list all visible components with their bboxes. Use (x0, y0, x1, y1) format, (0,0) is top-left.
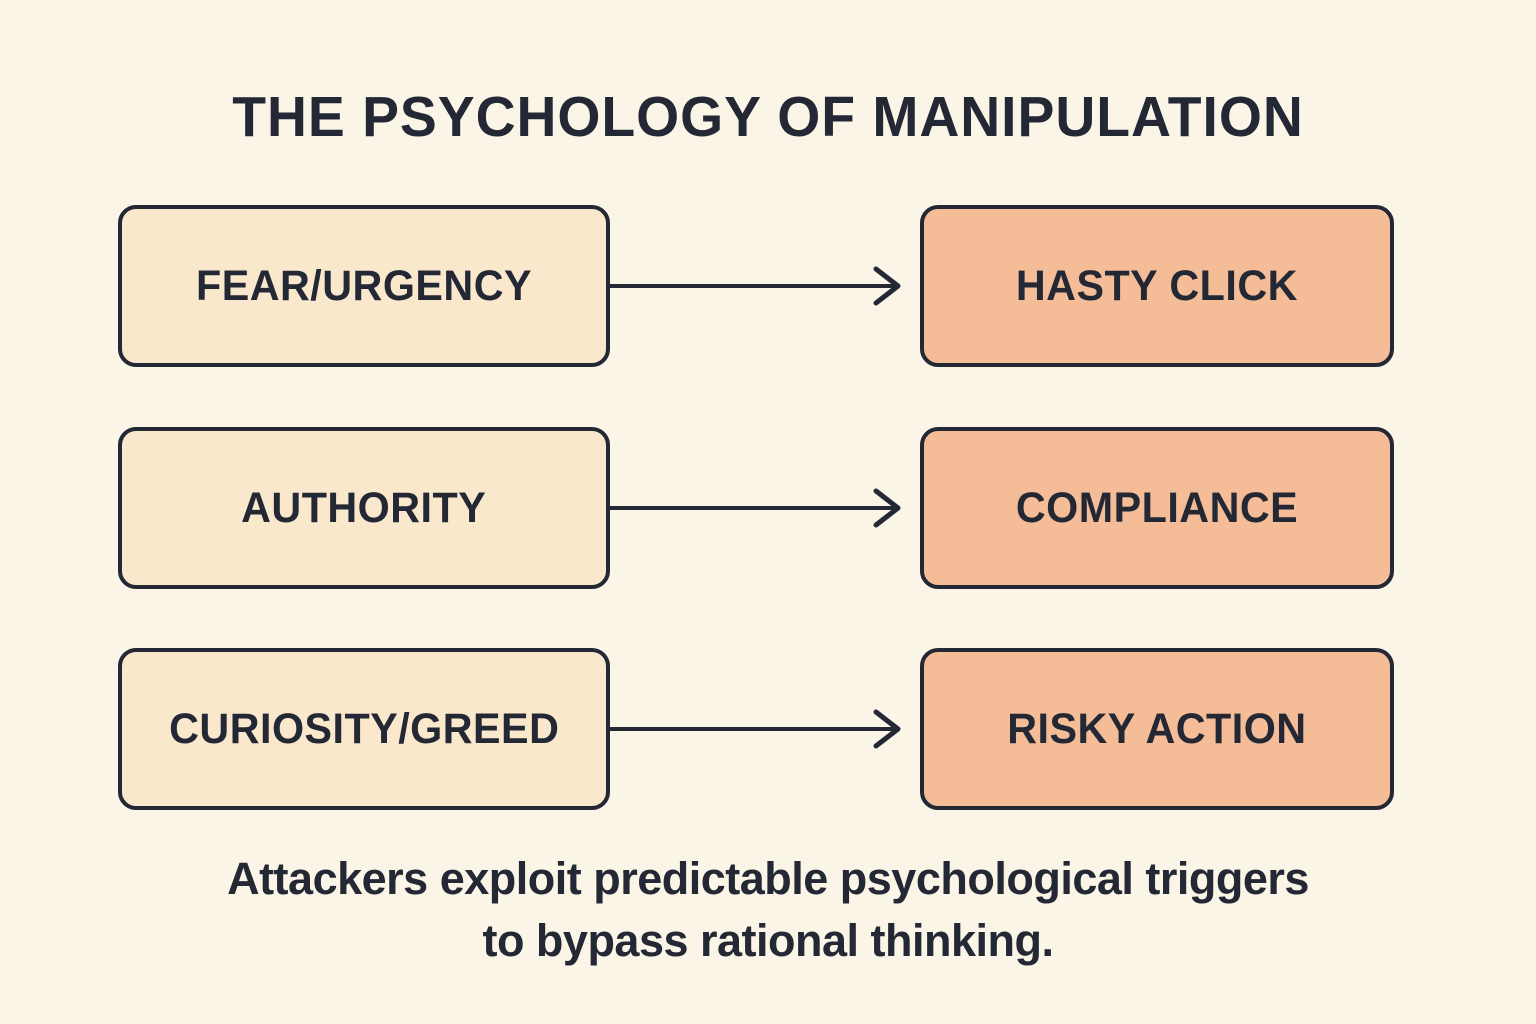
trigger-label: CURIOSITY/GREED (168, 704, 560, 753)
outcome-label: COMPLIANCE (1015, 483, 1299, 532)
flow-row-authority: AUTHORITY COMPLIANCE (0, 427, 1536, 589)
flow-row-curiosity: CURIOSITY/GREED RISKY ACTION (0, 648, 1536, 810)
trigger-label: FEAR/URGENCY (195, 261, 533, 310)
outcome-box-compliance: COMPLIANCE (920, 427, 1394, 589)
outcome-box-risky-action: RISKY ACTION (920, 648, 1394, 810)
outcome-label: HASTY CLICK (1015, 261, 1299, 310)
flow-row-fear: FEAR/URGENCY HASTY CLICK (0, 205, 1536, 367)
arrow-right-icon (608, 266, 901, 306)
trigger-box-curiosity-greed: CURIOSITY/GREED (118, 648, 610, 810)
outcome-box-hasty-click: HASTY CLICK (920, 205, 1394, 367)
arrow-right-icon (608, 709, 901, 749)
caption-line-2: to bypass rational thinking. (482, 915, 1054, 966)
caption-line-1: Attackers exploit predictable psychologi… (227, 853, 1309, 904)
outcome-label: RISKY ACTION (1007, 704, 1307, 753)
caption-text: Attackers exploit predictable psychologi… (0, 848, 1536, 972)
page-title: THE PSYCHOLOGY OF MANIPULATION (232, 85, 1304, 149)
arrow-right-icon (608, 488, 901, 528)
trigger-box-fear-urgency: FEAR/URGENCY (118, 205, 610, 367)
trigger-label: AUTHORITY (241, 483, 487, 532)
trigger-box-authority: AUTHORITY (118, 427, 610, 589)
